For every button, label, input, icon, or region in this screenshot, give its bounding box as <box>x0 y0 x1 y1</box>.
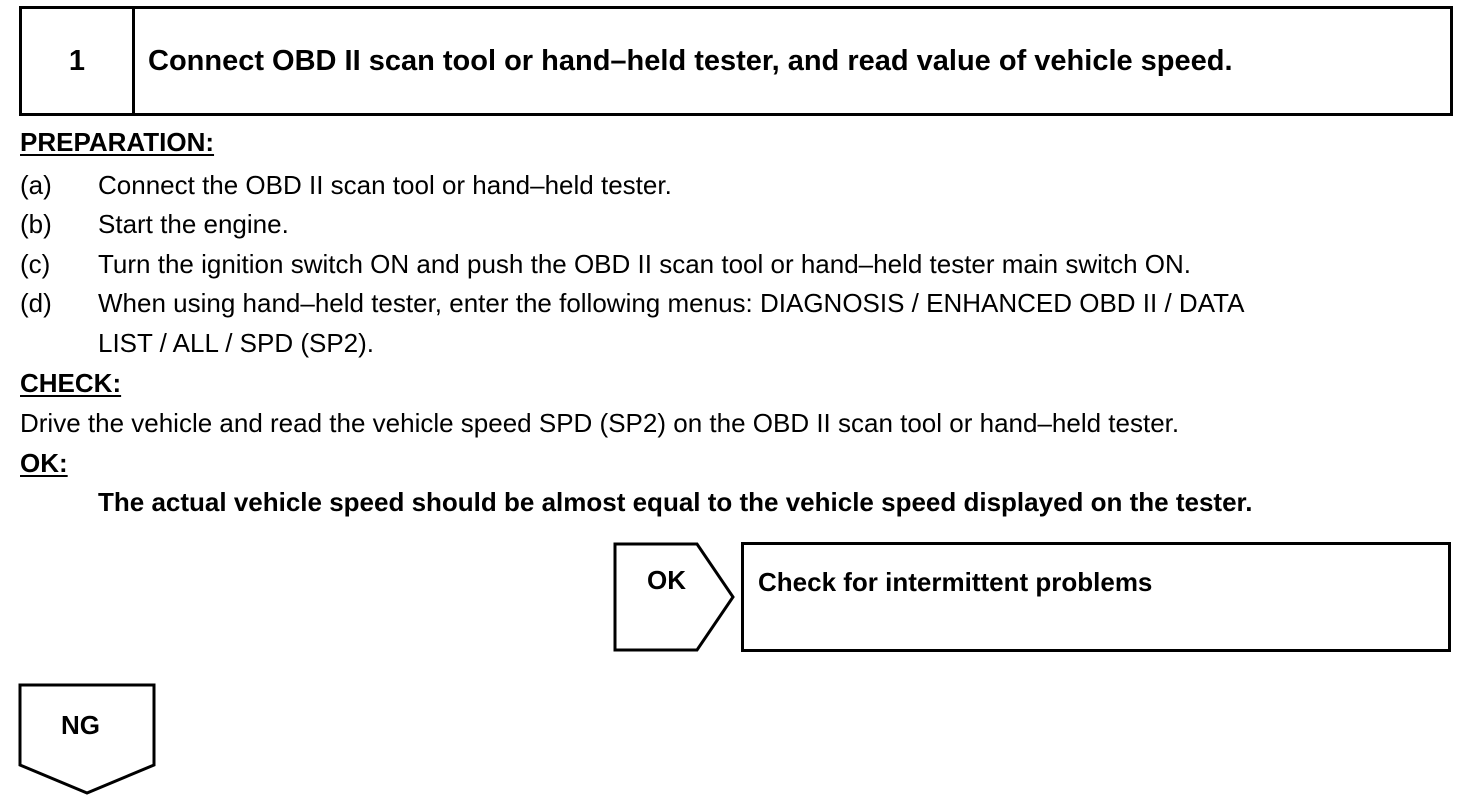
prep-item-b-marker: (b) <box>20 209 52 239</box>
step-header-box: 1 Connect OBD II scan tool or hand–held … <box>19 6 1453 116</box>
check-heading: CHECK: <box>20 368 122 398</box>
step-number: 1 <box>22 9 135 113</box>
check-text: Drive the vehicle and read the vehicle s… <box>20 408 1180 438</box>
ng-label: NG <box>61 710 100 740</box>
ok-criteria-text: The actual vehicle speed should be almos… <box>98 487 1253 517</box>
ok-arrow-shape <box>613 542 735 652</box>
step-title: Connect OBD II scan tool or hand–held te… <box>148 44 1233 77</box>
preparation-heading: PREPARATION: <box>20 127 215 157</box>
prep-item-a-text: Connect the OBD II scan tool or hand–hel… <box>98 170 672 200</box>
ok-result-box: Check for intermittent problems <box>741 542 1451 652</box>
ok-heading: OK: <box>20 448 68 478</box>
prep-item-d-text-line2: LIST / ALL / SPD (SP2). <box>98 328 375 358</box>
prep-item-d-marker: (d) <box>20 288 52 318</box>
prep-item-b-text: Start the engine. <box>98 209 289 239</box>
prep-item-c-text: Turn the ignition switch ON and push the… <box>98 249 1192 279</box>
ok-label: OK <box>647 565 686 595</box>
prep-item-a-marker: (a) <box>20 170 52 200</box>
ok-result-text: Check for intermittent problems <box>758 567 1153 597</box>
ng-arrow-shape <box>18 683 156 795</box>
prep-item-c-marker: (c) <box>20 249 51 279</box>
prep-item-d-text-line1: When using hand–held tester, enter the f… <box>98 288 1245 318</box>
